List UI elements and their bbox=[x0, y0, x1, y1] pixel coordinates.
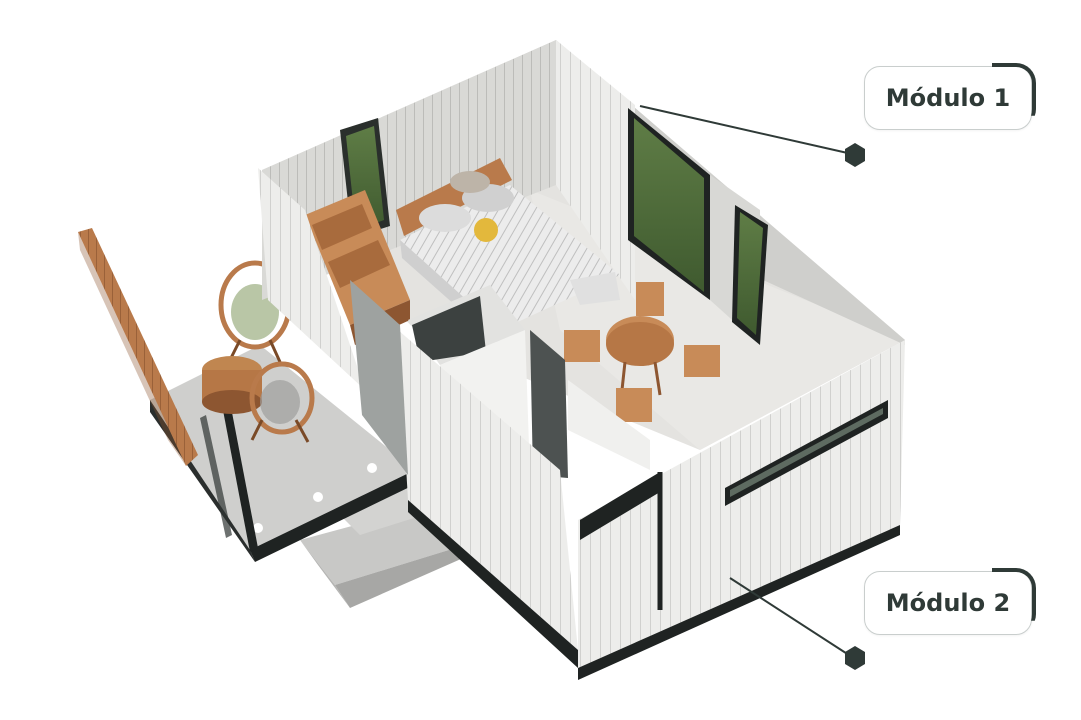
module-2-front-wall-left bbox=[398, 330, 578, 668]
callout-module-2 bbox=[729, 577, 865, 670]
wooden-privacy-screen bbox=[78, 228, 198, 466]
module-1-left-wall bbox=[258, 168, 408, 475]
dining-chairs bbox=[564, 282, 720, 422]
side-window-large bbox=[628, 108, 710, 300]
hex-marker-icon bbox=[845, 646, 865, 670]
hex-marker-icon bbox=[845, 143, 865, 167]
module-1-label: Módulo 1 bbox=[864, 66, 1032, 130]
deck-railing bbox=[200, 402, 258, 552]
module-2-front-wall-right bbox=[578, 340, 905, 680]
dining-table bbox=[606, 316, 674, 396]
module-2-label: Módulo 2 bbox=[864, 571, 1032, 635]
bed bbox=[396, 158, 620, 345]
callout-module-1 bbox=[639, 105, 865, 167]
front-horizontal-window bbox=[725, 400, 888, 506]
side-window-small bbox=[732, 205, 768, 345]
round-wicker-table bbox=[202, 356, 262, 414]
module-2-label-text: Módulo 2 bbox=[885, 589, 1011, 617]
front-small-window bbox=[580, 472, 660, 540]
hanging-chair-2 bbox=[249, 361, 315, 443]
module-1-label-text: Módulo 1 bbox=[885, 84, 1011, 112]
